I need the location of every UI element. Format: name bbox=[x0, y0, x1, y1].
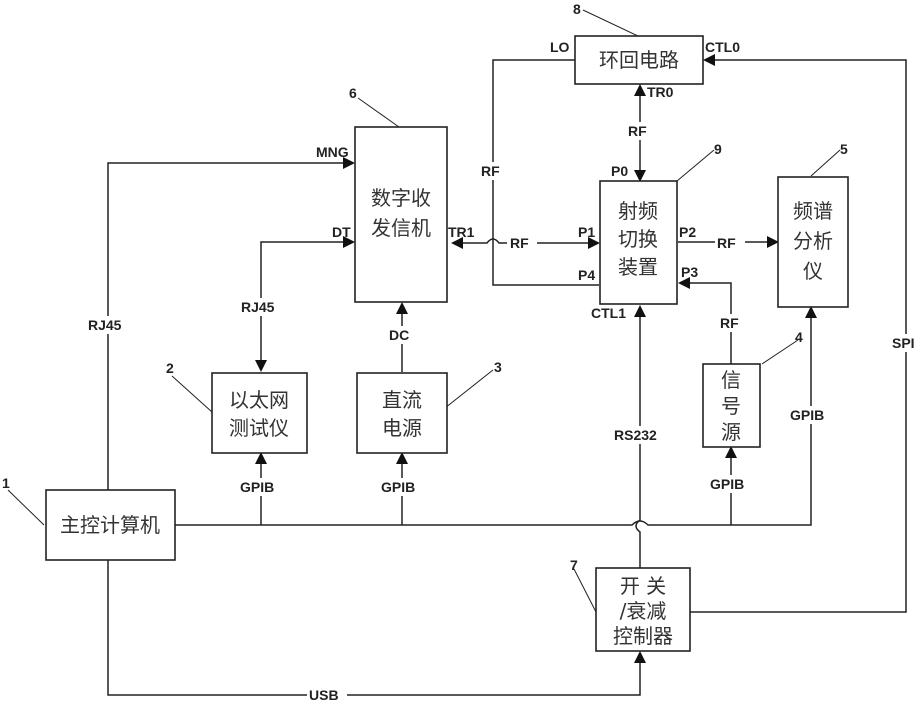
arrowhead-gpib-dc bbox=[396, 452, 408, 464]
block-label: 射频 bbox=[618, 199, 658, 223]
block-label: 发信机 bbox=[371, 216, 431, 240]
arrowhead-ctl1 bbox=[634, 305, 646, 317]
leader-1 bbox=[7, 489, 45, 526]
ref-number-9: 9 bbox=[714, 141, 722, 157]
block-label: 直流 bbox=[382, 388, 422, 412]
wire-gpib-bus bbox=[175, 312, 812, 526]
arrowhead-sa bbox=[767, 236, 779, 248]
arrowhead-gpib-sig bbox=[725, 446, 737, 458]
block-label: 切换 bbox=[618, 227, 658, 251]
link-label-rf-tr0: RF bbox=[628, 123, 647, 139]
leader-3 bbox=[444, 369, 494, 409]
block-label: 主控计算机 bbox=[60, 513, 160, 537]
block-switch-controller: 开 关 /衰减 控制器 bbox=[595, 567, 691, 652]
block-label: 电源 bbox=[382, 416, 422, 440]
block-label: 装置 bbox=[618, 255, 658, 279]
leader-9 bbox=[676, 149, 715, 182]
block-label: 环回电路 bbox=[599, 48, 679, 72]
arrowhead-mng bbox=[343, 157, 355, 169]
port-label-p1: P1 bbox=[578, 224, 595, 240]
block-label: /衰减 bbox=[620, 599, 667, 623]
block-label: 数字收 bbox=[371, 186, 431, 210]
arrowhead-p1 bbox=[588, 237, 600, 249]
block-dc-power: 直流 电源 bbox=[356, 372, 448, 454]
leader-6 bbox=[357, 97, 400, 128]
block-ethernet-tester: 以太网 测试仪 bbox=[211, 372, 308, 454]
block-signal-source: 信 号 源 bbox=[702, 363, 761, 448]
link-label-rj45-main: RJ45 bbox=[88, 317, 122, 333]
port-label-ctl1: CTL1 bbox=[591, 305, 626, 321]
arrowhead-usb bbox=[634, 651, 646, 663]
arrowhead-tr0 bbox=[634, 84, 646, 96]
port-label-mng: MNG bbox=[316, 144, 349, 160]
block-label: 源 bbox=[721, 420, 741, 444]
arrowhead-eth-top bbox=[255, 360, 267, 372]
link-label-rf-p2: RF bbox=[717, 235, 736, 251]
block-label: 开 关 bbox=[620, 574, 666, 598]
arrowhead-gpib-sa bbox=[805, 306, 817, 318]
arrowhead-gpib-eth bbox=[255, 452, 267, 464]
wire-rj45-mng bbox=[107, 162, 350, 490]
link-label-gpib-sa: GPIB bbox=[790, 407, 824, 423]
ref-number-6: 6 bbox=[349, 85, 357, 101]
port-label-tr1: TR1 bbox=[448, 224, 475, 240]
arrowhead-ctl0 bbox=[703, 54, 715, 66]
link-label-rf-tr1-p1: RF bbox=[510, 235, 529, 251]
link-label-rj45-eth: RJ45 bbox=[241, 299, 275, 315]
arrowhead-dt bbox=[343, 236, 355, 248]
ref-number-4: 4 bbox=[795, 329, 803, 345]
link-label-rf-lo: RF bbox=[481, 163, 500, 179]
link-label-spi: SPI bbox=[892, 335, 915, 351]
port-label-p3: P3 bbox=[681, 264, 698, 280]
link-label-dc: DC bbox=[389, 327, 409, 343]
ref-number-7: 7 bbox=[570, 557, 578, 573]
ref-number-5: 5 bbox=[840, 141, 848, 157]
link-label-rs232: RS232 bbox=[614, 427, 657, 443]
port-label-tr0: TR0 bbox=[647, 84, 674, 100]
link-label-gpib-dc: GPIB bbox=[381, 479, 415, 495]
block-label: 以太网 bbox=[229, 388, 289, 412]
arrowhead-dc bbox=[396, 302, 408, 314]
block-label: 测试仪 bbox=[229, 416, 289, 440]
port-label-lo: LO bbox=[550, 39, 570, 55]
ref-number-8: 8 bbox=[573, 1, 581, 17]
wire-rf-sig-p3 bbox=[682, 282, 732, 364]
arrowhead-p3 bbox=[678, 277, 690, 289]
block-label: 仪 bbox=[803, 259, 823, 283]
port-label-dt: DT bbox=[332, 224, 351, 240]
port-label-ctl0: CTL0 bbox=[705, 39, 740, 55]
block-transceiver: 数字收 发信机 bbox=[354, 126, 448, 303]
block-label: 信 bbox=[721, 368, 741, 392]
block-label: 号 bbox=[721, 394, 741, 418]
arrowhead-tr1 bbox=[451, 237, 463, 249]
wire-rj45-dt bbox=[260, 241, 350, 368]
link-label-usb: USB bbox=[309, 687, 339, 703]
port-label-p2: P2 bbox=[679, 224, 696, 240]
wire-usb bbox=[107, 560, 641, 696]
link-label-gpib-eth: GPIB bbox=[240, 479, 274, 495]
link-label-gpib-sig: GPIB bbox=[710, 476, 744, 492]
ref-number-2: 2 bbox=[166, 360, 174, 376]
block-main-computer: 主控计算机 bbox=[45, 489, 176, 561]
wire-rs232 bbox=[635, 312, 641, 568]
block-rf-switch: 射频 切换 装置 bbox=[599, 180, 678, 305]
leader-7 bbox=[573, 568, 597, 613]
arrowhead-p0 bbox=[634, 170, 646, 182]
port-label-p0: P0 bbox=[611, 163, 628, 179]
block-label: 分析 bbox=[793, 229, 833, 253]
leader-4 bbox=[761, 339, 799, 365]
ref-number-1: 1 bbox=[2, 475, 10, 491]
block-label: 控制器 bbox=[613, 624, 673, 648]
leader-5 bbox=[810, 149, 841, 177]
leader-8 bbox=[582, 9, 639, 37]
ref-number-3: 3 bbox=[494, 359, 502, 375]
link-label-rf-sig: RF bbox=[720, 315, 739, 331]
leader-2 bbox=[171, 375, 213, 413]
block-spectrum-analyzer: 频谱 分析 仪 bbox=[777, 176, 849, 308]
block-label: 频谱 bbox=[793, 199, 833, 223]
port-label-p4: P4 bbox=[578, 267, 595, 283]
block-loopback: 环回电路 bbox=[574, 35, 704, 85]
